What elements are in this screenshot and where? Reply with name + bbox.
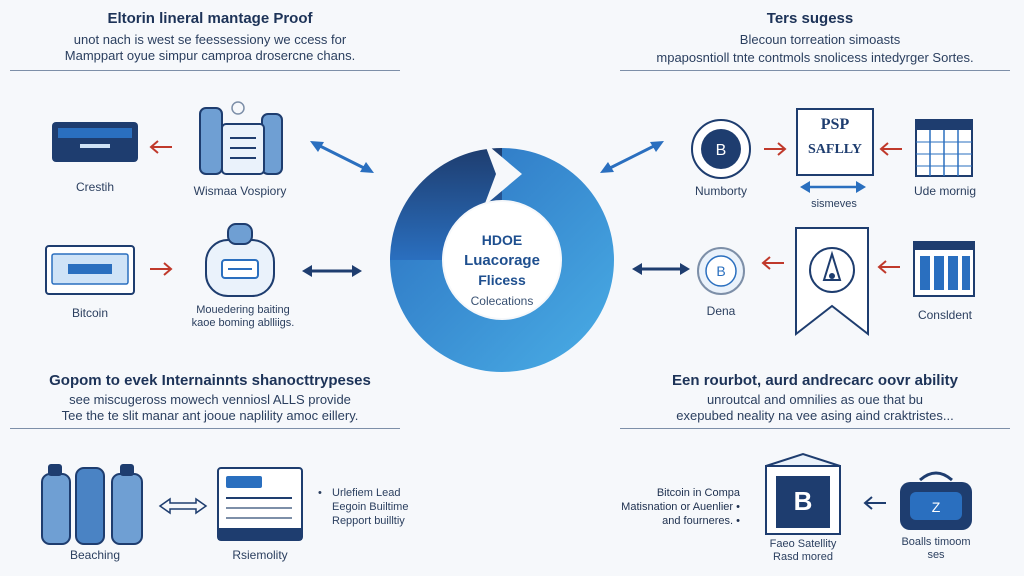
bag-label-2: ses <box>927 549 945 561</box>
psp-line2: SAFLLY <box>808 142 862 157</box>
left-item-label-1: Crestih <box>75 180 114 194</box>
bullet-item: • Urlefiem Lead <box>318 486 458 500</box>
bitcoin-coin-icon: B <box>697 247 745 295</box>
coin-badge-icon: B <box>691 119 751 179</box>
double-arrow-mid-left <box>302 265 362 277</box>
bottles-icon <box>199 101 283 175</box>
right-item-label-2: sismeves <box>811 198 857 210</box>
left-item-label-3: Bitcoin <box>71 306 109 320</box>
left-arrow-2 <box>150 262 173 276</box>
top-right-rule <box>620 70 1010 71</box>
ribbon-badge-icon <box>795 227 869 337</box>
right-item-label-4: Dena <box>706 304 736 318</box>
center-line3: Flicess <box>478 272 526 288</box>
list-text: Bitcoin in Compa <box>656 487 740 499</box>
bcard-caption-2: Rasd mored <box>773 551 833 563</box>
top-left-rule <box>10 70 400 71</box>
bcard-icon <box>765 452 841 535</box>
double-arrow-top-left <box>310 141 374 173</box>
wallet-icon <box>52 122 138 162</box>
bottom-left-label-1: Beaching <box>69 548 121 562</box>
bottom-bottles-icon <box>41 464 143 545</box>
mid-right-line1: unroutcal and omnilies as oue that bu <box>706 392 924 407</box>
bullet-text: Urlefiem Lead <box>332 487 401 499</box>
top-right-title: Ters sugess <box>766 10 854 27</box>
right-arrow-1 <box>764 142 787 156</box>
list-item: Bitcoin in Compa <box>580 486 740 500</box>
center-line1: HDOE <box>481 232 523 248</box>
double-arrow-mid-right <box>632 263 690 275</box>
right-item-label-3: Ude mornig <box>913 184 977 198</box>
cycle-ring <box>390 142 614 372</box>
psp-line1: PSP <box>820 116 850 133</box>
top-left-line2: Mamppart oyue simpur camproa drosercne c… <box>64 48 356 63</box>
svg-text:B: B <box>716 142 727 159</box>
table-icon <box>915 119 973 177</box>
bullet-text: Eegoin Builtime <box>332 501 409 513</box>
mid-left-line1: see miscugeross mowech venniosl ALLS pro… <box>69 392 351 407</box>
list-text: Matisnation or Auenlier <box>621 501 734 513</box>
top-right-line2: mpaposntioll tnte contmols snolicess int… <box>656 50 974 65</box>
bcard-caption-1: Faeo Satellity <box>769 538 837 550</box>
mid-right-line2: exepubed neality na vee asing aind crakt… <box>676 408 954 423</box>
left-item-label-2: Wismaa Vospiory <box>193 184 287 198</box>
right-arrow-2 <box>879 142 902 156</box>
list-item: and fourneres. • <box>662 515 740 527</box>
center-line2: Luacorage <box>464 252 540 269</box>
right-arrow-4 <box>877 260 900 274</box>
monitor-icon <box>217 467 303 541</box>
bag-label-1: Boalls timoom <box>901 536 971 548</box>
mid-left-rule <box>10 428 400 429</box>
top-right-line1: Blecoun torreation simoasts <box>739 32 901 47</box>
mid-right-title: Een rourbot, aurd andrecarc oovr ability <box>672 372 958 389</box>
mid-left-title: Gopom to evek Internainnts shanocttrypes… <box>49 372 371 389</box>
banknote-icon <box>45 245 135 295</box>
double-arrow-top-right <box>600 141 664 173</box>
right-item-label-5: Consldent <box>917 308 973 322</box>
scanner-icon <box>205 223 275 297</box>
svg-text:Z: Z <box>932 499 941 515</box>
bullet-text: Repport builltiy <box>332 515 405 527</box>
bottom-left-bullets: • Urlefiem Lead Eegoin Builtime Repport b… <box>318 486 458 528</box>
bag-icon: Z <box>900 471 972 530</box>
bullet-item: Eegoin Builtime <box>318 500 458 514</box>
svg-text:B: B <box>716 263 725 279</box>
list-item: Matisnation or Auenlier • <box>621 501 740 513</box>
left-arrow-1 <box>149 140 172 154</box>
mid-right-rule <box>620 428 1010 429</box>
mid-left-line2: Tee the te slit manar ant jooue naplilit… <box>61 408 359 423</box>
left-item-label-4: Mouedering baiting kaoe boming ablliigs. <box>191 304 295 329</box>
psp-sign-icon: PSP SAFLLY <box>796 108 874 176</box>
center-line4: Colecations <box>470 294 534 308</box>
double-arrow-right-small <box>800 181 866 193</box>
list-text: and fourneres. <box>662 515 734 527</box>
right-arrow-3 <box>761 256 784 270</box>
top-left-title: Eltorin lineral mantage Proof <box>107 10 313 27</box>
bottom-right-list: Bitcoin in Compa Matisnation or Auenlier… <box>580 486 740 528</box>
bottom-left-label-2: Rsiemolity <box>232 548 288 562</box>
bullet-item: Repport builltiy <box>318 514 458 528</box>
top-left-line1: unot nach is west se feessessiony we cce… <box>73 32 347 47</box>
bottom-right-arrow <box>863 496 886 510</box>
bottom-double-arrow <box>158 497 208 515</box>
bullet-icon: • <box>318 487 322 499</box>
bcard-letter: B <box>793 486 813 516</box>
right-item-label-1: Numborty <box>694 184 747 198</box>
columns-icon <box>913 241 975 297</box>
